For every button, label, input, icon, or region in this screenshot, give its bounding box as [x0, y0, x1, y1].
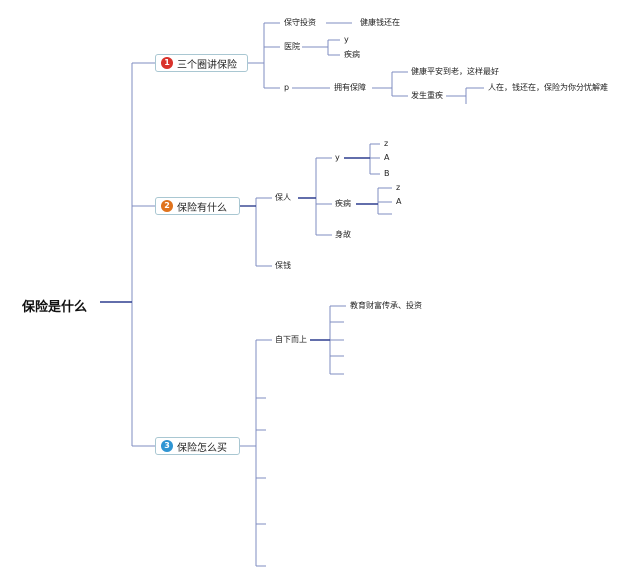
s1-medical-y[interactable]: y [344, 35, 349, 44]
s2-accident-node[interactable]: 身故 [335, 230, 351, 239]
s2-money-node[interactable]: 保钱 [275, 261, 291, 270]
section-3-number-badge: 3 [161, 440, 173, 452]
s1-invest-node[interactable]: 保守投资 [284, 18, 316, 27]
s1-medical-node[interactable]: 医院 [284, 42, 300, 51]
s2-illness-child-z[interactable]: z [396, 183, 401, 192]
s1-serious-leaf[interactable]: 人在，钱还在，保险为你分忧解难 [488, 83, 608, 92]
section-3-node[interactable]: 3 保险怎么买 [155, 437, 240, 455]
s3-first-leaf[interactable]: 教育财富传承、投资 [350, 301, 422, 310]
section-2-number-badge: 2 [161, 200, 173, 212]
s1-have-protection[interactable]: 拥有保障 [334, 83, 366, 92]
section-2-label: 保险有什么 [177, 202, 227, 214]
s2-illness-child-a[interactable]: A [396, 197, 402, 206]
root-topic[interactable]: 保险是什么 [22, 300, 88, 315]
s2-person-node[interactable]: 保人 [275, 193, 291, 202]
section-1-number-badge: 1 [161, 57, 173, 69]
s2-y-child-b[interactable]: B [384, 169, 390, 178]
section-2-node[interactable]: 2 保险有什么 [155, 197, 240, 215]
section-3-label: 保险怎么买 [177, 442, 227, 454]
s1-medical-illness[interactable]: 疾病 [344, 50, 360, 59]
s2-y-child-z[interactable]: z [384, 139, 389, 148]
section-1-node[interactable]: 1 三个圈讲保险 [155, 54, 248, 72]
s1-healthy-leaf[interactable]: 健康平安到老，这样最好 [411, 67, 499, 76]
s1-p-node[interactable]: p [284, 83, 290, 92]
s3-bottom-up-node[interactable]: 自下而上 [275, 335, 307, 344]
s2-illness-node[interactable]: 疾病 [335, 199, 351, 208]
s1-invest-leaf[interactable]: 健康钱还在 [360, 18, 400, 27]
s1-serious-illness[interactable]: 发生重疾 [411, 91, 443, 100]
s2-y-node[interactable]: y [335, 153, 340, 162]
s2-y-child-a[interactable]: A [384, 153, 390, 162]
section-1-label: 三个圈讲保险 [177, 59, 237, 71]
